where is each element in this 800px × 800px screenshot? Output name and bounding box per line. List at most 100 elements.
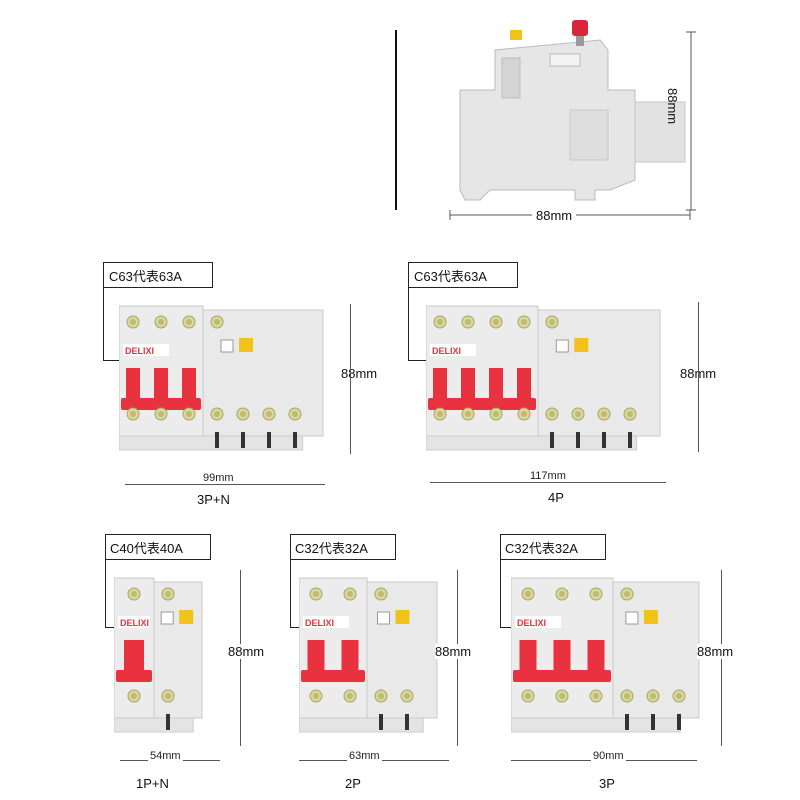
leader-line — [290, 558, 291, 628]
rating-label-box — [500, 534, 606, 560]
breaker-1pn: DELIXI — [114, 577, 203, 733]
handle-pole — [433, 368, 447, 404]
leader-line-h — [105, 627, 119, 628]
test-button — [574, 338, 589, 352]
din-rail-base — [426, 435, 638, 451]
brand-logo: DELIXI — [432, 346, 461, 356]
width-label: 90mm — [591, 750, 626, 762]
wire-pin — [379, 714, 383, 730]
test-button — [643, 610, 658, 624]
handle-pole — [517, 368, 531, 404]
product-2p: C32代表32A DELIXI 88mm 63mm 2P — [285, 534, 490, 794]
rating-label-box — [103, 262, 213, 288]
leader-line-h — [408, 360, 428, 361]
pole-label: 4P — [548, 490, 564, 505]
wire-pin — [405, 714, 409, 730]
leader-line — [408, 286, 409, 361]
handle-pole — [124, 640, 144, 676]
pole-label: 3P+N — [197, 492, 230, 507]
wire-pin — [166, 714, 170, 730]
height-label: 88mm — [435, 644, 472, 659]
wire-pin — [215, 432, 219, 448]
product-3p: C32代表32A DELIXI 88mm 90mm 3P — [495, 534, 795, 794]
rating-label: C63代表63A — [414, 269, 487, 284]
handle-bar — [121, 398, 201, 410]
side-view-breaker-drawing — [395, 20, 696, 220]
wire-pin — [625, 714, 629, 730]
pole-label: 1P+N — [136, 776, 169, 791]
handle-pole — [519, 640, 537, 676]
reset-indicator — [377, 611, 390, 625]
reset-indicator — [625, 611, 639, 625]
wire-pin — [651, 714, 655, 730]
wire-pin — [677, 714, 681, 730]
side-height-label: 88mm — [665, 88, 680, 125]
leader-line-h — [103, 360, 123, 361]
handle-bar — [301, 670, 365, 682]
rating-label: C32代表32A — [295, 541, 368, 556]
din-rail-base — [114, 717, 194, 733]
width-dim-line — [430, 482, 666, 483]
height-dim-line — [698, 302, 699, 452]
reset-indicator — [220, 339, 234, 353]
rating-label: C40代表40A — [110, 541, 183, 556]
din-rail-base — [119, 435, 304, 451]
product-4p: C63代表63A DELIXI 88mm 117mm 4P — [400, 262, 780, 505]
handle-pole — [126, 368, 140, 404]
rating-label-box — [290, 534, 396, 560]
height-dim-line — [350, 304, 351, 454]
rating-label: C32代表32A — [505, 541, 578, 556]
handle-pole — [307, 640, 325, 676]
handle-pole — [553, 640, 571, 676]
width-label: 117mm — [530, 470, 566, 482]
width-dim-line — [125, 484, 325, 485]
side-width-label: 88mm — [532, 208, 577, 223]
wire-pin — [550, 432, 554, 448]
brand-logo: DELIXI — [305, 618, 334, 628]
handle-bar — [513, 670, 611, 682]
wire-pin — [241, 432, 245, 448]
handle-pole — [182, 368, 196, 404]
height-label: 88mm — [228, 644, 265, 659]
product-3pn: C63代表63A DELIXI 88mm 99mm 3P+N — [95, 262, 405, 507]
pole-label: 2P — [345, 776, 361, 791]
breaker-3p: DELIXI — [511, 577, 700, 733]
side-view: 88mm 88mm — [380, 10, 800, 230]
leader-line — [500, 558, 501, 628]
leader-line-h — [290, 627, 304, 628]
width-label: 63mm — [347, 750, 382, 762]
wire-pin — [293, 432, 297, 448]
width-label: 99mm — [203, 472, 234, 484]
test-button — [395, 610, 410, 624]
handle-pole — [461, 368, 475, 404]
width-label: 54mm — [148, 750, 183, 762]
leader-line-h — [500, 627, 514, 628]
handle-pole — [587, 640, 605, 676]
height-label: 88mm — [341, 366, 378, 381]
wire-pin — [628, 432, 632, 448]
handle-pole — [489, 368, 503, 404]
handle-bar — [116, 670, 152, 682]
handle-pole — [341, 640, 359, 676]
rcd-module — [153, 581, 203, 719]
reset-indicator — [555, 339, 569, 353]
rating-label: C63代表63A — [109, 269, 182, 284]
brand-logo: DELIXI — [125, 346, 154, 356]
handle-pole — [154, 368, 168, 404]
handle-bar — [428, 398, 536, 410]
din-rail-base — [299, 717, 424, 733]
rating-label-box — [105, 534, 211, 560]
leader-line — [105, 558, 106, 628]
test-button — [239, 338, 253, 352]
reset-indicator — [160, 611, 174, 625]
height-label: 88mm — [697, 644, 734, 659]
breaker-2p: DELIXI — [299, 577, 438, 733]
breaker-3pn: DELIXI — [119, 305, 324, 451]
brand-logo: DELIXI — [517, 618, 546, 628]
test-button — [179, 610, 194, 624]
brand-logo: DELIXI — [120, 618, 149, 628]
leader-line — [103, 286, 104, 361]
product-1pn: C40代表40A DELIXI 88mm 54mm 1P+N — [100, 534, 280, 794]
rating-label-box — [408, 262, 518, 288]
wire-pin — [576, 432, 580, 448]
